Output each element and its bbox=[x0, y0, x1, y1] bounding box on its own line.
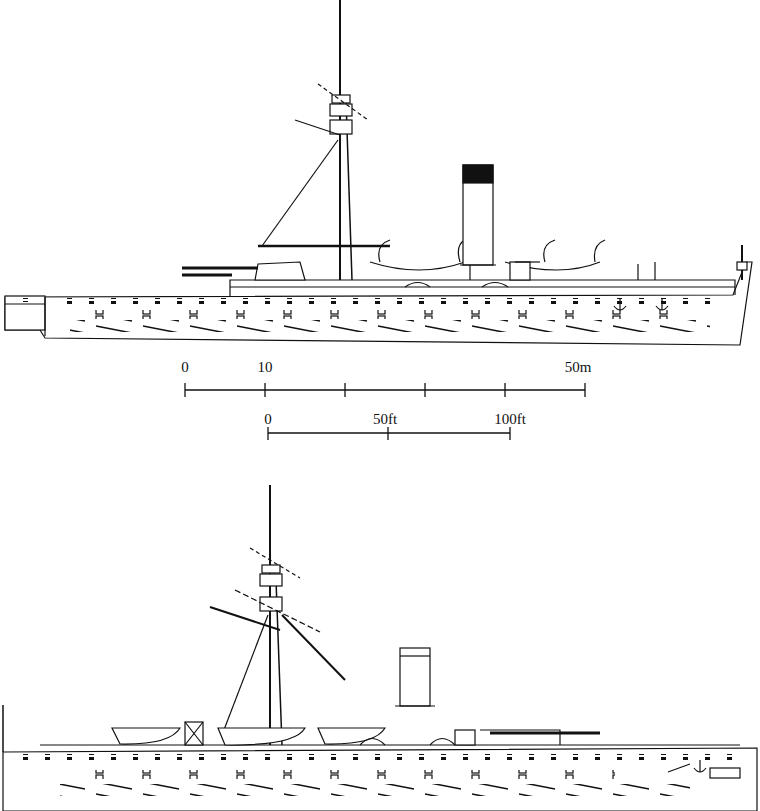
lower-ship-profile bbox=[3, 485, 757, 811]
upper-ship-profile bbox=[5, 0, 752, 345]
scale-label: 0 bbox=[179, 360, 191, 375]
scale-label: 50m bbox=[563, 360, 594, 375]
scale-label: 50ft bbox=[371, 412, 399, 427]
scale-bars bbox=[185, 383, 585, 440]
scale-label: 100ft bbox=[492, 412, 528, 427]
scale-label: 10 bbox=[256, 360, 275, 375]
scale-label: 0 bbox=[262, 412, 274, 427]
